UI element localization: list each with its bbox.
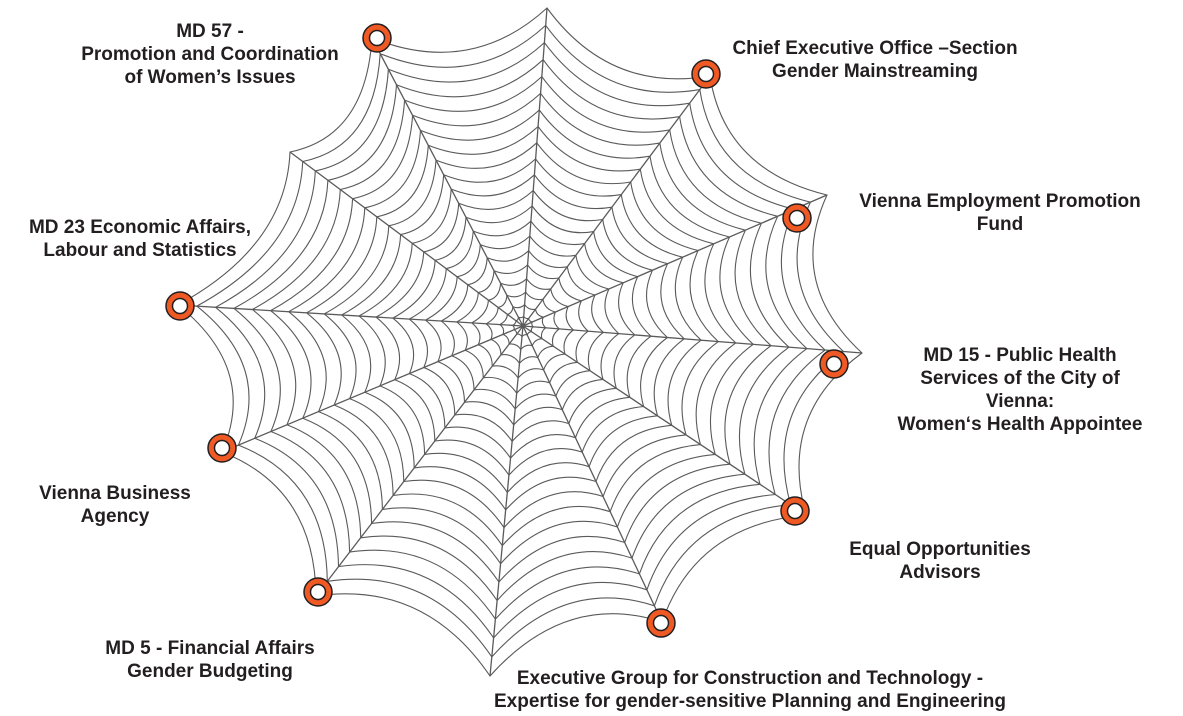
web-spoke [522,75,711,327]
web-ring [195,24,845,658]
web-spoke [522,194,828,327]
web-ring [455,264,589,395]
web-spoke [522,325,863,354]
ring-node-icon [165,291,195,321]
label-executive-group: Executive Group for Construction and Tec… [493,668,1007,712]
web-ring [440,249,605,410]
web-spoke [522,7,548,327]
web-ring [408,220,636,443]
web-nodes [165,23,849,638]
web-spoke [289,151,524,327]
web-ring [498,303,547,351]
label-equal-opportunities: Equal Opportunities Advisors [849,539,1031,583]
web-ring [485,291,561,365]
web-ring [269,92,772,583]
web-ring [391,205,652,459]
web-spoke [522,325,663,623]
web-ring [511,315,535,338]
web-ring [375,189,669,476]
label-business-agency: Vienna Business Agency [39,483,191,527]
web-spoke [221,325,524,453]
web-ring [287,109,755,565]
web-ring [340,158,702,511]
web-spoke [522,325,807,516]
web-spoke [177,304,524,327]
ring-node-icon [782,203,812,233]
web-ring [233,58,808,620]
web-ring [251,75,790,602]
web-ring [177,7,863,677]
web-spoke [489,325,524,677]
label-employment-promotion-fund: Vienna Employment Promotion Fund [859,191,1141,235]
label-md57: MD 57 - Promotion and Coordination of Wo… [81,21,339,88]
web-spoke [315,325,524,597]
web-ring [358,173,686,494]
ring-node-icon [819,349,849,379]
ring-node-icon [646,608,676,638]
ring-node-icon [362,23,392,53]
label-md15-public-health: MD 15 - Public Health Services of the Ci… [897,345,1143,435]
label-md5-financial-affairs: MD 5 - Financial Affairs Gender Budgetin… [105,638,315,682]
ring-node-icon [207,433,237,463]
web-ring [323,141,720,529]
web-threads [177,7,863,677]
web-ring [424,235,620,426]
ring-node-icon [303,577,333,607]
label-md23-economic-affairs: MD 23 Economic Affairs, Labour and Stati… [28,217,252,261]
web-ring [305,125,737,547]
ring-node-icon [691,59,721,89]
label-chief-executive-office: Chief Executive Office –Section Gender M… [732,38,1018,82]
web-ring [470,277,575,379]
web-spoke [371,37,524,327]
ring-node-icon [780,496,810,526]
